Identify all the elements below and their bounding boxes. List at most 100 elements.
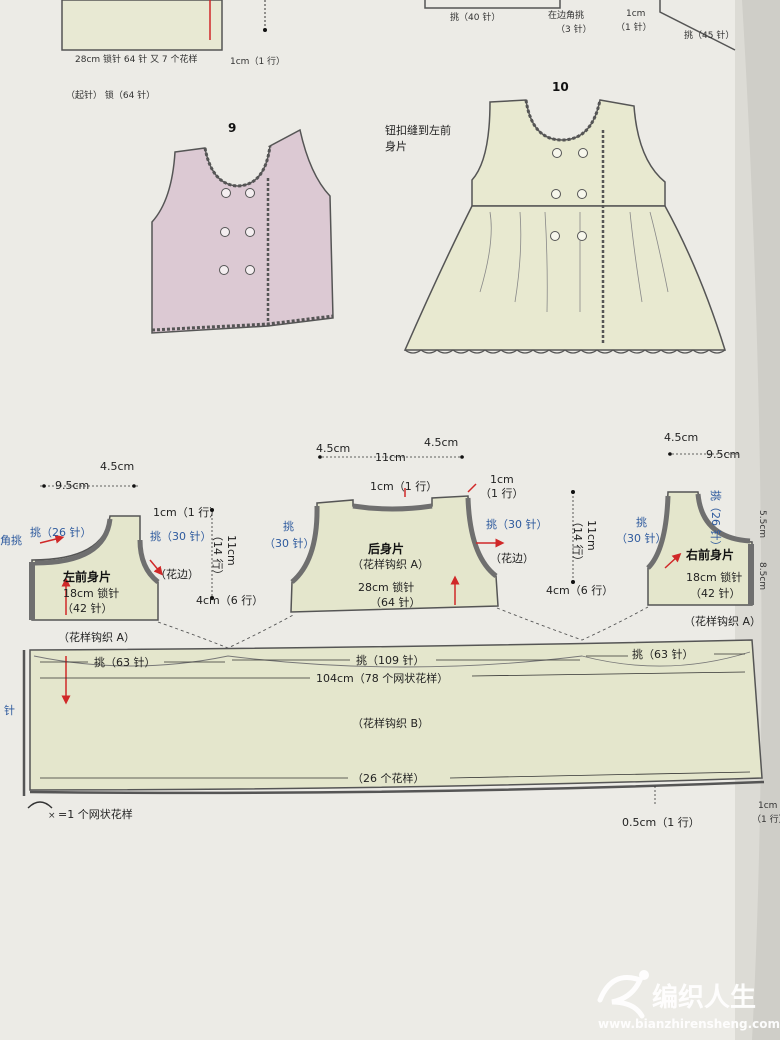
top-right-cm: 1cm [626, 9, 645, 19]
back-pick-left: 挑 [283, 519, 294, 533]
top-fragment: 28cm 锁针 64 针 又 7 个花样 （起针） 锁（64 针） 1cm （1 … [61, 0, 736, 101]
right-front-w1: 4.5cm [664, 431, 698, 444]
left-front-band-neck [34, 518, 113, 566]
right-front-size: 18cm 锁针 [686, 570, 742, 584]
top-piece-mid [424, 0, 561, 9]
back-neck-row: 1cm（1 行） [370, 480, 437, 493]
skirt-pattern: （花样钩织 B） [352, 716, 429, 730]
right-front-band-arm [646, 495, 671, 570]
top-corner-pick: 在边角挑 [548, 9, 584, 21]
page-curl-shadow [742, 0, 780, 1040]
back-h2: 4cm（6 行） [546, 584, 613, 597]
figure-9-number: 9 [228, 121, 236, 135]
back-edge-label: （花边） [490, 552, 534, 565]
button [219, 265, 229, 275]
back-pick-left-count: （30 针） [264, 536, 315, 550]
skirt-pick-mid: 挑（109 针） [356, 653, 425, 667]
top-pick-45: 挑（45 针） [684, 29, 734, 41]
back-pick-right: 挑（30 针） [486, 517, 548, 531]
skirt-waist-scallops [33, 651, 751, 668]
top-chain-note: 28cm 锁针 64 针 又 7 个花样 [75, 53, 198, 65]
watermark-logo-icon [597, 970, 649, 1019]
mesh-arc-icon [27, 801, 53, 809]
right-front-w2: 9.5cm [706, 448, 740, 461]
left-front-pattern: （花样钩织 A） [58, 630, 135, 644]
back-h1: 11cm [585, 520, 598, 551]
right-front-width-dims: 4.5cm 9.5cm [664, 431, 740, 461]
button-note-line2: 身片 [385, 139, 407, 153]
dress-bodice [471, 99, 666, 207]
button [550, 231, 560, 241]
back-arm-band-left [290, 505, 320, 584]
back-title: 后身片 [368, 541, 404, 556]
right-front-title: 右前身片 [685, 547, 734, 562]
back-arm-band-right [465, 497, 498, 578]
back-size: 28cm 锁针 [358, 580, 414, 594]
vest-hem-lace [151, 314, 334, 332]
figure-10-number: 10 [552, 80, 569, 94]
top-pick-40: 挑（40 针） [450, 11, 500, 23]
right-front-piece: 右前身片 18cm 锁针 （42 针） （花样钩织 A） 4.5cm 9.5cm… [616, 431, 767, 628]
right-front-stitches: （42 针） [690, 586, 741, 600]
figure-9-vest: 9 [151, 121, 334, 334]
vest-neckline-lace [203, 145, 272, 188]
left-front-pick-arrow [39, 534, 65, 544]
back-stitches: （64 针） [370, 595, 421, 609]
join-right [496, 606, 649, 641]
top-dim-dot [263, 28, 267, 32]
left-front-band-arm [137, 539, 160, 584]
right-front-v1: 5.5cm [757, 510, 767, 538]
watermark-text: 编织人生 [652, 982, 756, 1013]
button [245, 227, 255, 237]
right-front-band-neck [695, 493, 751, 544]
top-right-stitch: （1 针） [616, 21, 652, 33]
button [245, 265, 255, 275]
back-row-b: （1 行） [480, 487, 524, 500]
skirt-repeats: （26 个花样） [352, 771, 425, 785]
right-front-pick-top: 挑（26 针） [709, 490, 723, 552]
back-w-left: 4.5cm [316, 442, 350, 455]
back-h1b: （14 行） [571, 516, 584, 567]
skirt-piece: 挑（63 针） 挑（109 针） 挑（63 针） 104cm（78 个网状花样）… [4, 639, 780, 829]
button [577, 231, 587, 241]
skirt-pick-left: 挑（63 针） [94, 655, 156, 669]
legend-text: =1 个网状花样 [58, 807, 133, 821]
left-front-size: 18cm 锁针 [63, 586, 119, 600]
right-front-pattern: （花样钩织 A） [684, 614, 761, 628]
button [578, 148, 588, 158]
button-note-line1: 钮扣缝到左前 [385, 123, 451, 137]
left-front-edge-label: （花边） [155, 568, 199, 581]
left-front-row1: 1cm（1 行） [153, 506, 220, 519]
button [220, 227, 230, 237]
right-front-pick-arrow [664, 552, 682, 569]
skirt-bottom-row: 0.5cm（1 行） [622, 816, 700, 829]
left-front-pick-top: 挑（26 针） [30, 525, 92, 539]
left-front-w2: 4.5cm [100, 460, 134, 473]
left-front-edge-arrow [149, 559, 163, 576]
top-start-note: （起针） 锁（64 针） [66, 89, 155, 101]
right-front-pick-side: 挑 [636, 515, 647, 529]
back-w-right: 4.5cm [424, 436, 458, 449]
dress-skirt-folds [479, 211, 669, 313]
left-front-h1b: （14 行） [211, 530, 224, 581]
left-front-h1: 11cm [225, 535, 238, 566]
left-front-h2: 4cm（6 行） [196, 594, 263, 607]
back-piece: 后身片 （花样钩织 A） 28cm 锁针 （64 针） 4.5cm 11cm 4… [264, 436, 613, 613]
back-w-mid: 11cm [375, 451, 406, 464]
top-corner-count: （3 针） [556, 23, 592, 35]
watermark: 编织人生 www.bianzhirensheng.com [597, 970, 780, 1031]
left-front-width-dims: 9.5cm 4.5cm [40, 460, 138, 492]
left-front-stitches: （42 针） [62, 601, 113, 615]
skirt-left-edge: 针 [4, 703, 15, 717]
left-front-piece: 左前身片 18cm 锁针 （42 针） （花样钩织 A） 挑（26 针） 角挑 … [0, 460, 263, 644]
dress-hem-scallops [404, 349, 726, 354]
dress-neckline-lace [524, 99, 602, 142]
button [577, 189, 587, 199]
right-front-v2: 8.5cm [757, 562, 767, 590]
back-neck-band [352, 503, 433, 512]
skirt-pick-right: 挑（63 针） [632, 647, 694, 661]
right-front-pick-side-count: （30 针） [616, 531, 667, 545]
legend: × =1 个网状花样 [27, 801, 133, 821]
skirt-hem-band [29, 780, 765, 795]
